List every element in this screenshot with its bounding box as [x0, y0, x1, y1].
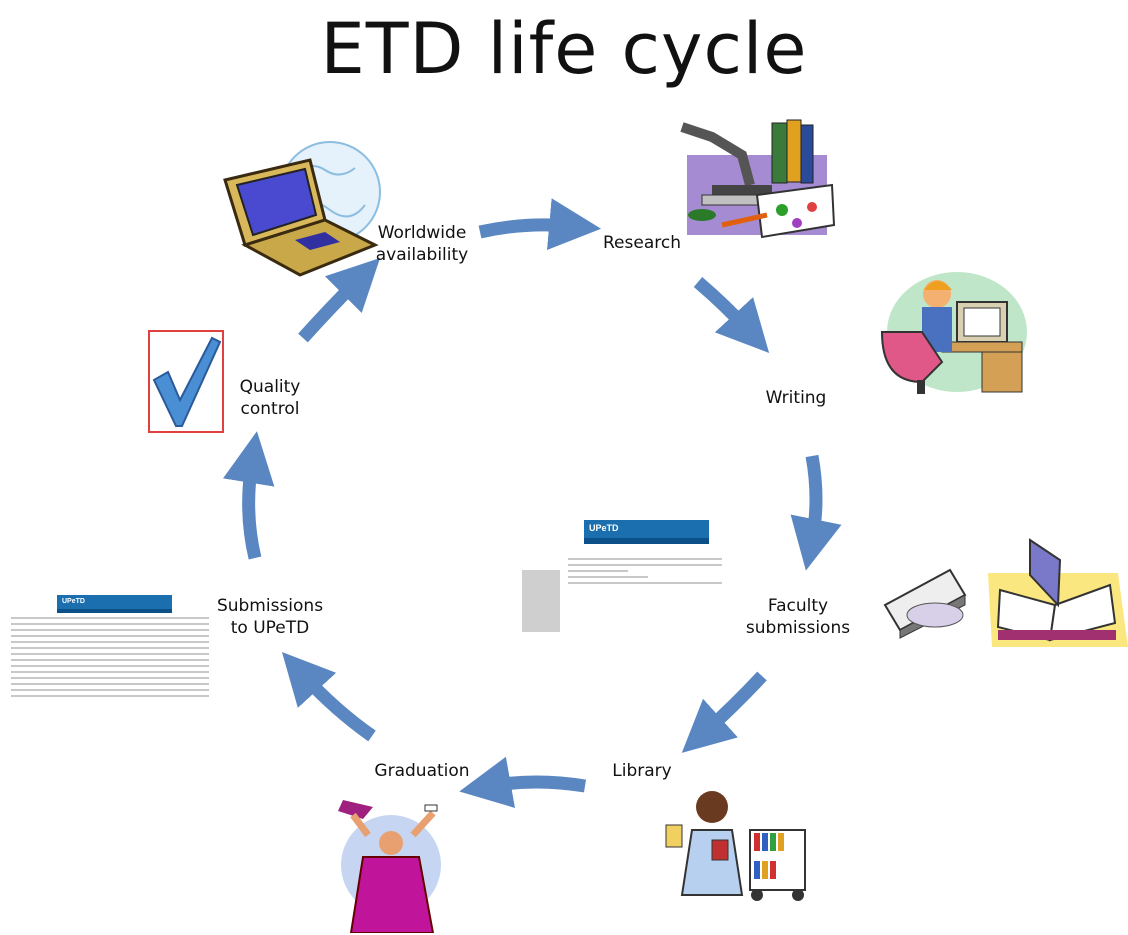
label-library: Library: [612, 761, 672, 781]
arrow-quality-to-worldwide: [298, 257, 381, 343]
arrow-library-to-graduation: [459, 756, 587, 808]
label-quality-control: Quality control: [239, 377, 301, 419]
upetd-list-screenshot: UPeTD: [5, 595, 215, 733]
label-research: Research: [603, 233, 681, 253]
arrow-worldwide-to-research: [478, 198, 602, 251]
label-writing: Writing: [765, 388, 827, 408]
label-graduation: Graduation: [374, 761, 470, 781]
login-screenshot-brand: UPeTD: [584, 520, 709, 538]
label-submissions-to-upetd: Submissions to UPeTD: [216, 596, 324, 638]
person-at-computer-illustration: [880, 272, 1027, 394]
label-faculty-submissions: Faculty submissions: [745, 596, 851, 638]
arrow-writing-to-faculty: [790, 454, 842, 571]
graduate-illustration: [338, 800, 441, 933]
librarian-illustration: [665, 791, 806, 901]
arrow-submissions-to-quality: [223, 431, 275, 560]
microscope-books-illustration: [680, 119, 836, 239]
list-screenshot-brand: UPeTD: [57, 595, 172, 609]
check-mark-icon: [148, 330, 224, 433]
cd-and-book-illustration: [883, 538, 1128, 647]
label-worldwide-availability: Worldwide availability: [375, 223, 469, 265]
upetd-login-screenshot: UPeTD: [522, 520, 728, 635]
laptop-globe-illustration: [223, 141, 381, 277]
arrow-faculty-to-library: [681, 671, 767, 753]
arrow-research-to-writing: [693, 277, 770, 353]
arrow-graduation-to-submissions: [281, 651, 376, 742]
diagram-title: ETD life cycle: [320, 8, 808, 90]
